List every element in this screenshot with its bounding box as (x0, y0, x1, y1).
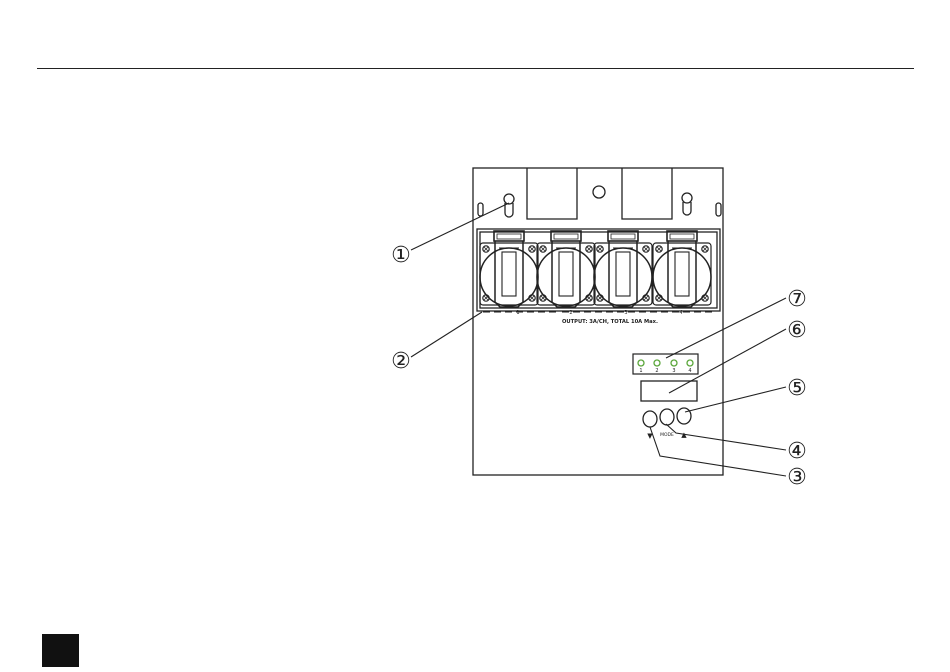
socket-number-3: 3 (624, 310, 627, 316)
socket-number-1: 1 (516, 310, 519, 316)
led-1 (638, 360, 644, 366)
callout-2: ② (391, 349, 411, 374)
top-hole (593, 186, 605, 198)
top-recess-left (527, 168, 577, 219)
power-socket-3 (594, 231, 652, 307)
display-window (641, 381, 697, 401)
callout-4: ④ (787, 439, 807, 464)
up-button[interactable] (677, 408, 691, 424)
socket-screw (586, 246, 592, 252)
mode-button[interactable] (660, 409, 674, 425)
socket-screw (540, 246, 546, 252)
callout-7: ⑦ (787, 287, 807, 312)
socket-screw (529, 246, 535, 252)
led-number-4: 4 (688, 368, 691, 374)
led-number-1: 1 (639, 368, 642, 374)
socket-screw (656, 246, 662, 252)
side-slot-right (716, 203, 721, 216)
socket-screw (702, 246, 708, 252)
page-marker (42, 634, 79, 667)
socket-screw (597, 246, 603, 252)
top-recess-right (622, 168, 672, 219)
mode-button-label: MODE (660, 432, 674, 438)
leader-line-2 (411, 312, 482, 357)
led-4 (687, 360, 693, 366)
callout-1: ① (391, 243, 411, 268)
callout-6: ⑥ (787, 318, 807, 343)
sockets-group (480, 231, 711, 307)
keyhole-mount-left (504, 194, 514, 217)
led-number-3: 3 (672, 368, 675, 374)
socket-screw (643, 246, 649, 252)
callout-5: ⑤ (787, 376, 807, 401)
led-3 (671, 360, 677, 366)
power-socket-2 (537, 231, 595, 307)
keyhole-mount-right (682, 193, 692, 215)
power-socket-1 (480, 231, 538, 307)
callout-3: ③ (787, 465, 807, 490)
led-2 (654, 360, 660, 366)
side-slot-left (478, 203, 483, 216)
output-rating-label: OUTPUT: 3A/CH, TOTAL 10A Max. (562, 319, 658, 325)
socket-number-4: 4 (679, 310, 682, 316)
leader-line-5 (685, 387, 786, 412)
led-indicators (638, 360, 693, 366)
socket-screw (483, 246, 489, 252)
led-number-2: 2 (655, 368, 658, 374)
power-socket-4 (653, 231, 711, 307)
down-button[interactable] (643, 411, 657, 427)
socket-number-2: 2 (569, 310, 572, 316)
leader-line-6 (669, 329, 786, 393)
